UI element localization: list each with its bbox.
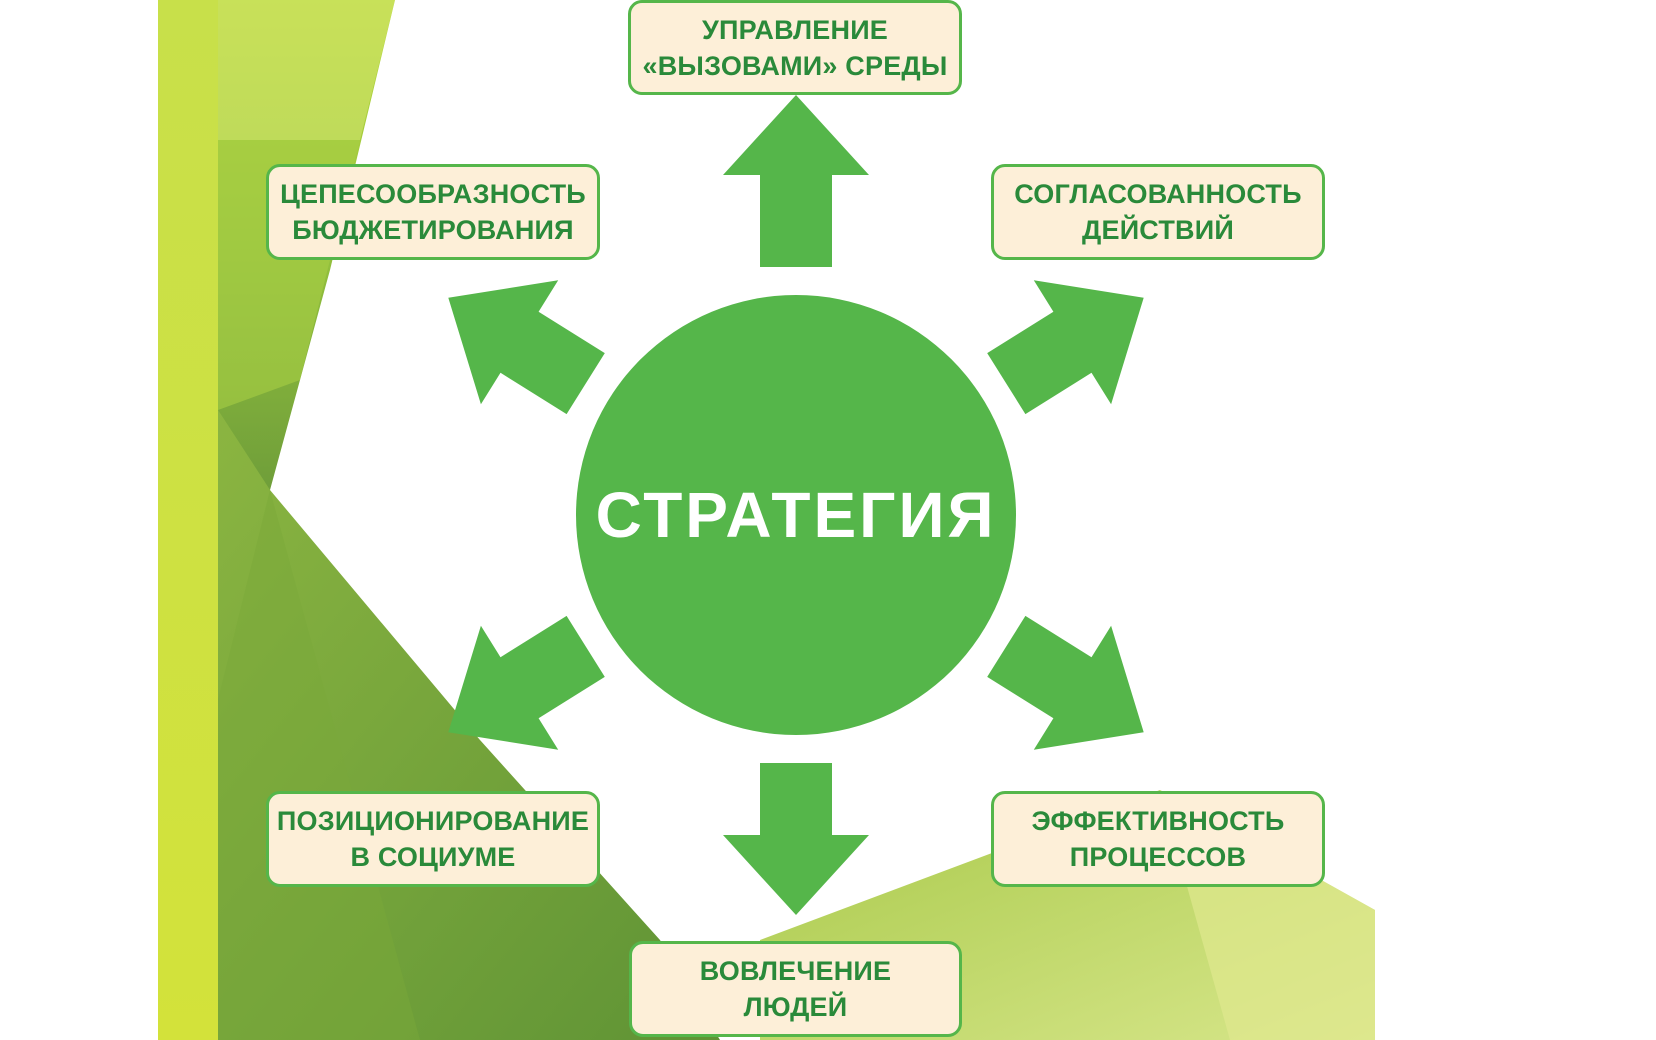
strategy-label: СТРАТЕГИЯ	[595, 479, 997, 551]
node-line: ДЕЙСТВИЙ	[1082, 215, 1234, 245]
node-line: ПРОЦЕССОВ	[1069, 842, 1247, 872]
arrow-lower-left	[448, 615, 605, 750]
arrow-lower-right	[987, 615, 1144, 750]
arrow-upper-right	[987, 280, 1144, 415]
node-society-positioning: ПОЗИЦИОНИРОВАНИЕ В СОЦИУМЕ	[266, 791, 600, 887]
arrow-up	[723, 95, 869, 267]
node-people-involvement: ВОВЛЕЧЕНИЕ ЛЮДЕЙ	[629, 941, 962, 1037]
node-line: ЛЮДЕЙ	[743, 992, 848, 1022]
node-line: ЦЕПЕСООБРАЗНОСТЬ	[280, 179, 586, 209]
arrows-group	[448, 95, 1144, 915]
node-line: ВОВЛЕЧЕНИЕ	[699, 956, 892, 986]
node-line: «ВЫЗОВАМИ» СРЕДЫ	[642, 50, 948, 81]
node-budgeting-expediency: ЦЕПЕСООБРАЗНОСТЬ БЮДЖЕТИРОВАНИЯ	[266, 164, 600, 260]
strategy-circle	[576, 295, 1016, 735]
node-process-efficiency: ЭФФЕКТИВНОСТЬ ПРОЦЕССОВ	[991, 791, 1325, 887]
node-actions-consistency: СОГЛАСОВАННОСТЬ ДЕЙСТВИЙ	[991, 164, 1325, 260]
arrow-down	[723, 763, 869, 915]
node-line: БЮДЖЕТИРОВАНИЯ	[292, 215, 574, 245]
node-line: УПРАВЛЕНИЕ	[701, 14, 889, 45]
node-line: СОГЛАСОВАННОСТЬ	[1014, 179, 1302, 209]
node-line: В СОЦИУМЕ	[350, 842, 516, 872]
node-environment-challenges: УПРАВЛЕНИЕ «ВЫЗОВАМИ» СРЕДЫ	[628, 0, 962, 95]
node-line: ЭФФЕКТИВНОСТЬ	[1031, 806, 1285, 836]
arrow-upper-left	[448, 280, 605, 415]
node-line: ПОЗИЦИОНИРОВАНИЕ	[276, 806, 590, 836]
